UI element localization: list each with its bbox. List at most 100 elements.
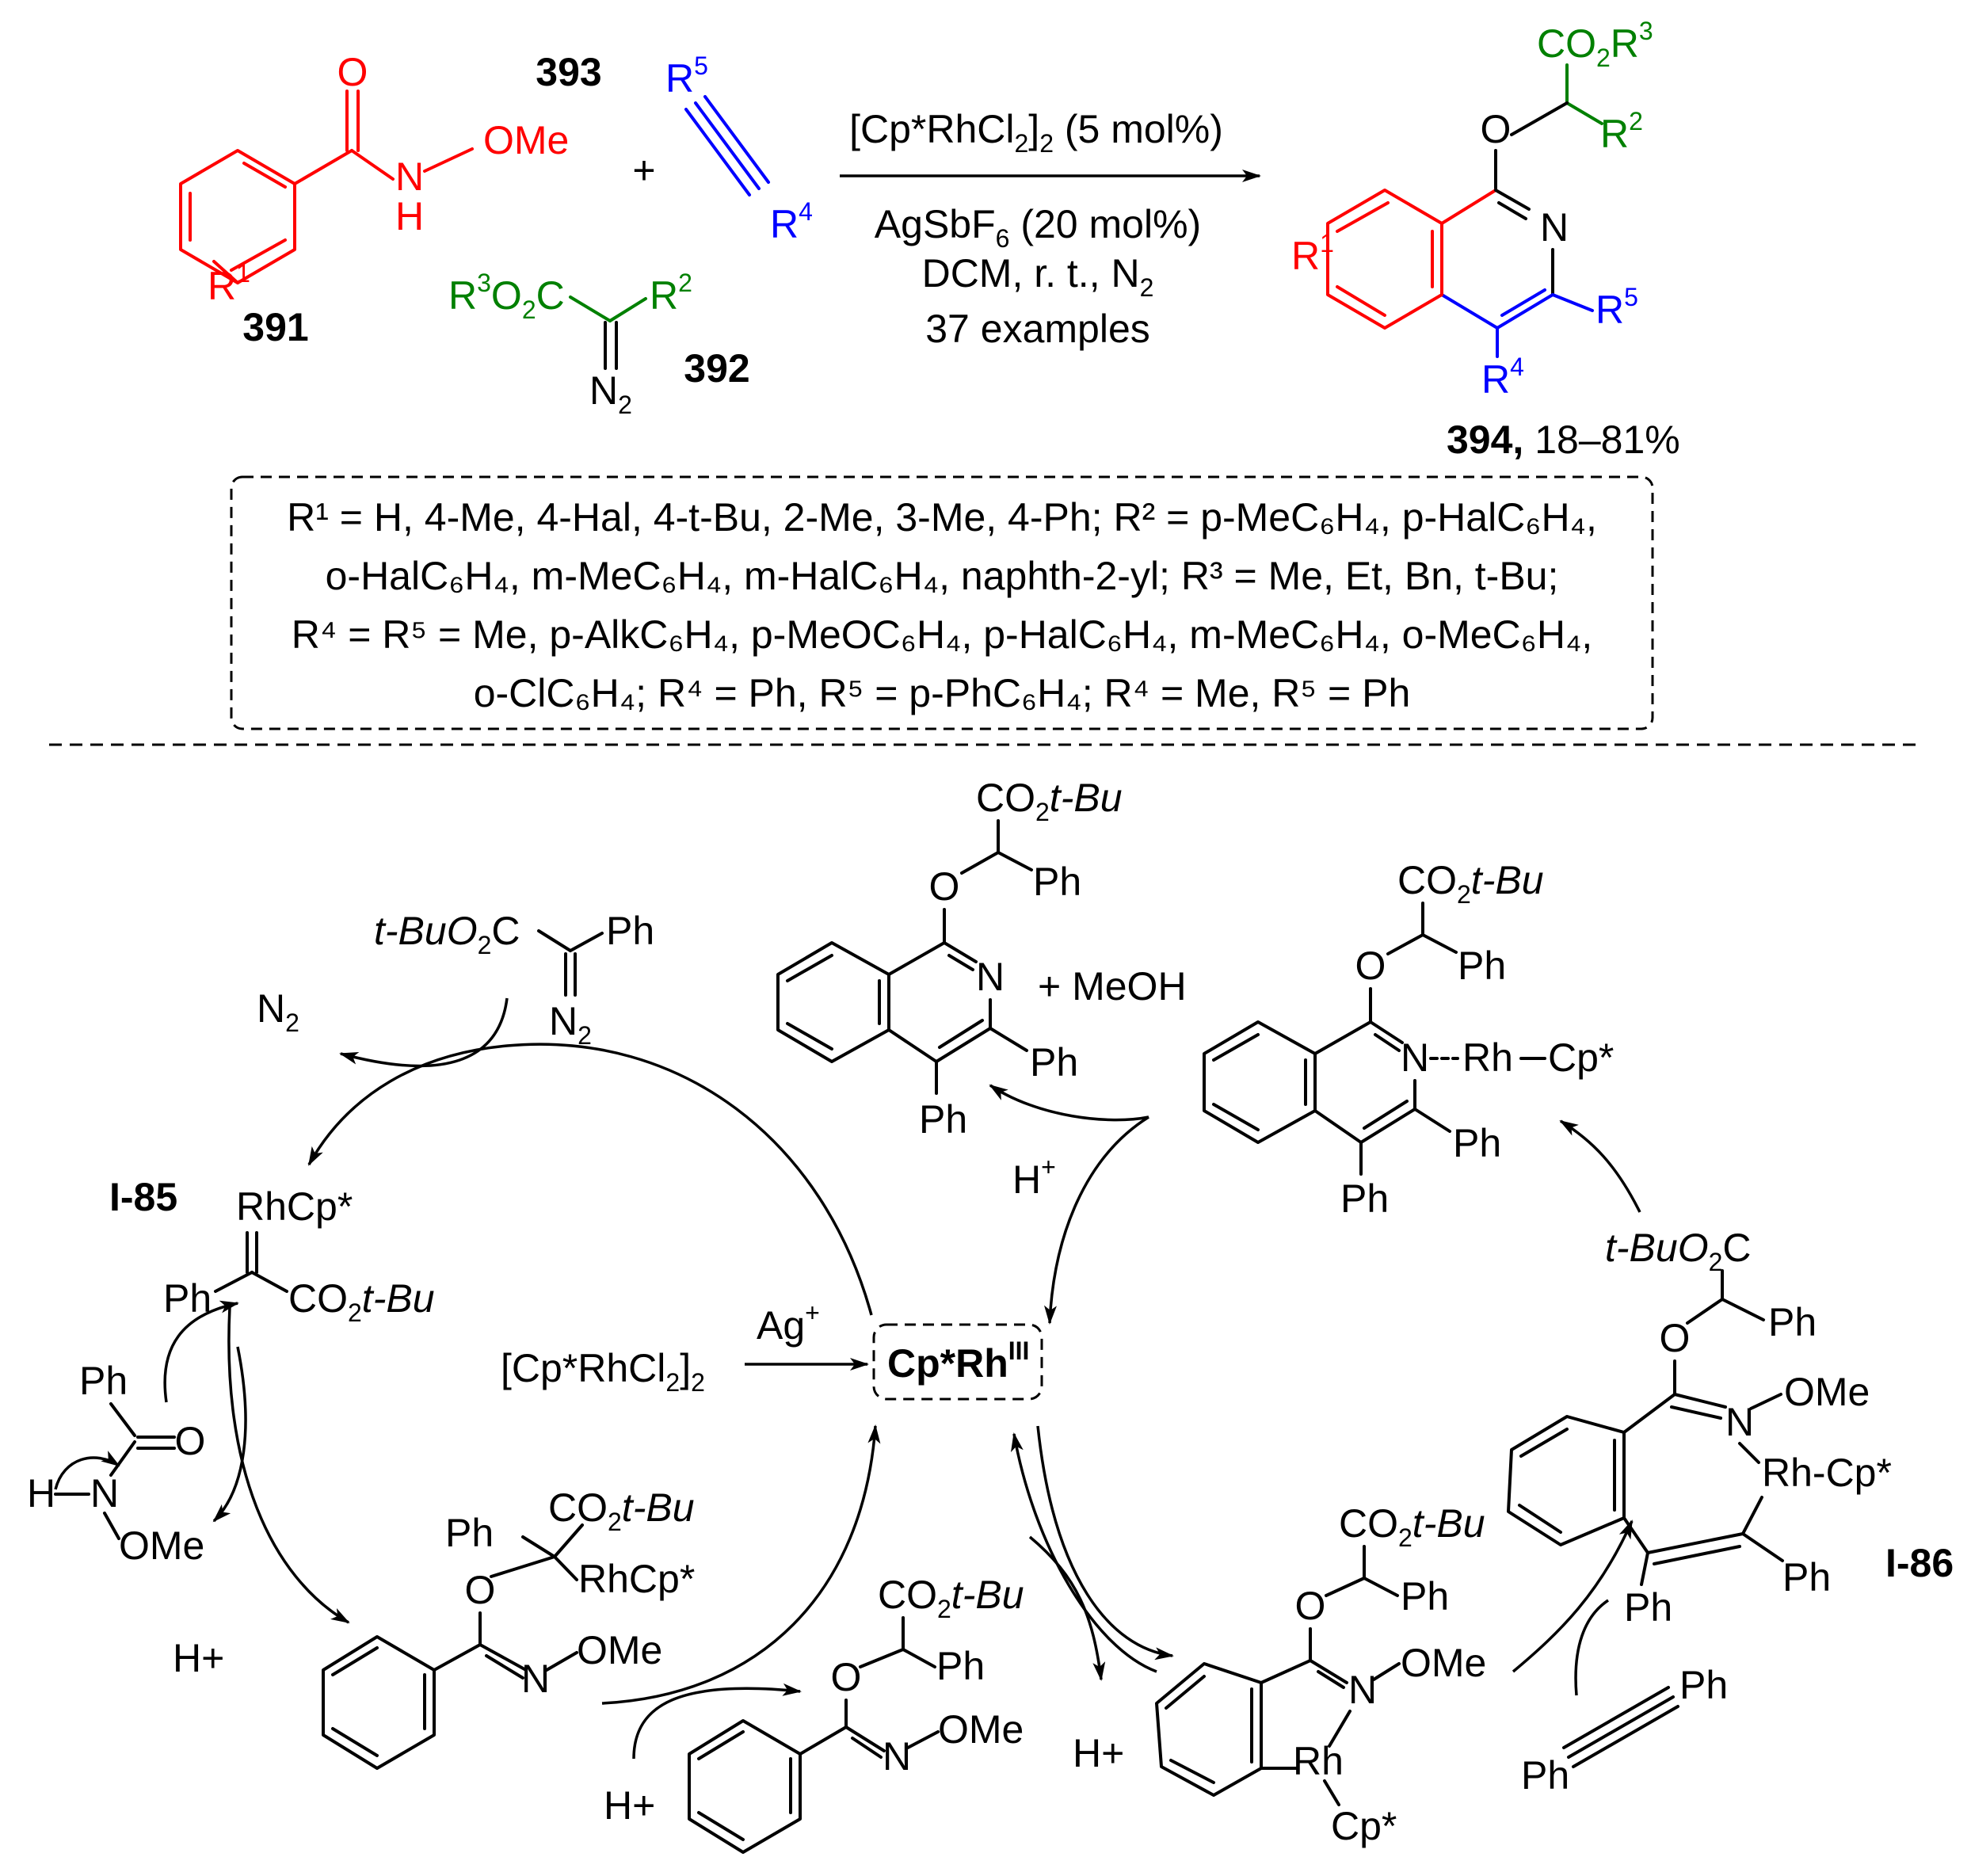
imidate-phenyl: Ph (936, 1644, 985, 1688)
rhodacycle-intermediate: CO2t-Bu Ph O N OMe Rh Cp* (1155, 1501, 1486, 1848)
rh-carbene: RhCp* (236, 1184, 353, 1229)
proton-release-1: H+ (173, 1636, 224, 1680)
compound-label-393: 393 (536, 50, 601, 94)
product-ether-oxygen: O (1481, 107, 1512, 151)
alkyne-phenyl-1: Ph (1521, 1753, 1569, 1798)
final-oxygen: O (929, 864, 960, 909)
alkyne-phenyl-2: Ph (1679, 1663, 1728, 1707)
reaction-conditions: [Cp*RhCl2]2 (5 mol%) AgSbF6 (20 mol%) DC… (840, 107, 1261, 351)
catalyst-text: [Cp*RhCl2]2 (5 mol%) (849, 107, 1223, 158)
carbene-ester: CO2t-Bu (288, 1276, 435, 1327)
final-phenyl: Ph (1033, 860, 1081, 904)
i86-nitrogen: N (1725, 1400, 1754, 1444)
product-label-394: 394, 18–81% (1447, 418, 1680, 462)
diazo-n2: N2 (549, 999, 592, 1050)
catalyst-label: Cp*RhIII (887, 1336, 1029, 1386)
methoxy-group: OMe (483, 118, 569, 162)
imidate-nitrogen: N (883, 1734, 911, 1779)
plus-sign: + (632, 148, 655, 193)
insertion-methoxy: OMe (577, 1628, 662, 1672)
final-ester: CO2t-Bu (976, 776, 1123, 826)
reactant-391: O N H OMe R1 391 (179, 50, 569, 349)
diphenylacetylene: Ph Ph (1521, 1663, 1728, 1798)
methanol-byproduct: + MeOH (1038, 964, 1187, 1009)
n2-release: N2 (257, 986, 299, 1037)
hydroxamate-substrate: Ph O H N OMe (27, 1359, 206, 1568)
hydroxamate-nitrogen: N (90, 1471, 119, 1516)
diazo-n2: N2 (589, 368, 632, 419)
rhodacycle-phenyl: Ph (1401, 1574, 1449, 1619)
solvent-text: DCM, r. t., N2 (922, 251, 1154, 302)
rhprod-ester: CO2t-Bu (1397, 858, 1544, 909)
insertion-oxygen: O (465, 1568, 496, 1612)
i86-oxygen: O (1660, 1316, 1691, 1360)
imidate-oxygen: O (831, 1655, 862, 1699)
label-I-86: I-86 (1885, 1541, 1954, 1585)
rhodacycle-nitrogen: N (1348, 1668, 1377, 1712)
r1-substituent: R1 (208, 259, 250, 308)
product-r5: R5 (1595, 283, 1638, 332)
scope-line-3: R⁴ = R⁵ = Me, p-AlkC₆H₄, p-MeOC₆H₄, p-Ha… (292, 612, 1593, 657)
amide-hydrogen: H (395, 194, 424, 238)
rhodacycle-methoxy: OMe (1401, 1641, 1486, 1685)
scope-line-2: o-HalC₆H₄, m-MeC₆H₄, m-HalC₆H₄, naphth-2… (326, 554, 1559, 598)
imidate-intermediate: CO2t-Bu Ph O N OMe (688, 1573, 1024, 1854)
proton-release-3: H+ (1073, 1731, 1124, 1775)
hydroxamate-oxygen: O (175, 1419, 206, 1463)
insertion-intermediate: Ph CO2t-Bu RhCp* O N OMe (322, 1485, 695, 1770)
scope-line-1: R¹ = H, 4-Me, 4-Hal, 4-t-Bu, 2-Me, 3-Me,… (287, 495, 1597, 540)
i86-phenyl-b: Ph (1782, 1555, 1831, 1600)
label-I-85: I-85 (109, 1175, 177, 1219)
product-ester: CO2R3 (1537, 17, 1653, 72)
examples-text: 37 examples (925, 307, 1150, 351)
insertion-phenyl: Ph (445, 1511, 494, 1555)
rhprod-phenyl: Ph (1458, 944, 1506, 988)
carbonyl-oxygen: O (337, 50, 368, 94)
carbene-phenyl: Ph (163, 1276, 212, 1321)
scope-line-4: o-ClC₆H₄; R⁴ = Ph, R⁵ = p-PhC₆H₄; R⁴ = M… (474, 671, 1411, 715)
hydroxamate-methoxy: OMe (119, 1523, 204, 1568)
insertion-rh: RhCp* (578, 1557, 695, 1601)
final-nitrogen: N (976, 955, 1005, 999)
insertion-nitrogen: N (521, 1657, 550, 1701)
diazo-ester: t-BuO2C (374, 909, 520, 959)
i86-methoxy: OMe (1784, 1370, 1870, 1414)
rhodacycle-oxygen: O (1295, 1584, 1326, 1628)
product-r4: R4 (1481, 353, 1524, 402)
diazo-reagent: t-BuO2C Ph N2 (374, 909, 654, 1050)
i86-phenyl: Ph (1768, 1300, 1817, 1344)
imidate-ester: CO2t-Bu (878, 1573, 1024, 1623)
rhprod-cp: Cp* (1548, 1035, 1614, 1080)
diazo-phenyl: Ph (606, 909, 654, 953)
compound-label-392: 392 (684, 346, 749, 391)
rhodacycle-ester: CO2t-Bu (1339, 1501, 1485, 1552)
product-394: CO2R3 R2 O N R1 R5 R4 394, 18–81% (1291, 17, 1680, 462)
final-phenyl-b: Ph (919, 1097, 967, 1142)
additive-text: AgSbF6 (20 mol%) (875, 202, 1201, 253)
intermediate-I-86: t-BuO2C Ph O N OMe Rh-Cp* Ph Ph I-86 (1507, 1226, 1954, 1630)
catalytic-cycle-arrows (163, 997, 1641, 1760)
rhprod-phenyl-a: Ph (1453, 1121, 1501, 1165)
rhprod-rh: Rh (1462, 1035, 1513, 1080)
proton-source-4: H+ (1012, 1153, 1056, 1202)
proton-source-2: H+ (604, 1783, 655, 1828)
rhprod-oxygen: O (1355, 944, 1386, 988)
hydroxamate-hydrogen: H (27, 1471, 55, 1516)
compound-label-391: 391 (242, 305, 308, 349)
hydroxamate-phenyl: Ph (79, 1359, 128, 1403)
ester-group: R3O2C (448, 269, 565, 324)
intermediate-I-85: I-85 RhCp* Ph CO2t-Bu (109, 1175, 435, 1327)
product-r2: R2 (1600, 107, 1643, 156)
amide-nitrogen: N (395, 154, 424, 199)
rhodacycle-cp: Cp* (1331, 1804, 1397, 1848)
silver-activator: Ag+ (757, 1298, 820, 1348)
precatalyst-label: [Cp*RhCl2]2 (501, 1346, 705, 1397)
isoquinoline-product: CO2t-Bu Ph O N Ph Ph + MeOH H+ (776, 776, 1187, 1202)
catalyst-rh-iii: Cp*RhIII (872, 1323, 1043, 1401)
substrate-scope-box: R¹ = H, 4-Me, 4-Hal, 4-t-Bu, 2-Me, 3-Me,… (230, 475, 1654, 730)
reactant-392-diazo: R3O2C R2 N2 392 (448, 269, 750, 419)
product-ring-nitrogen: N (1540, 205, 1569, 250)
final-phenyl-a: Ph (1030, 1040, 1078, 1085)
r2-substituent: R2 (650, 269, 692, 318)
product-r1: R1 (1291, 229, 1334, 278)
